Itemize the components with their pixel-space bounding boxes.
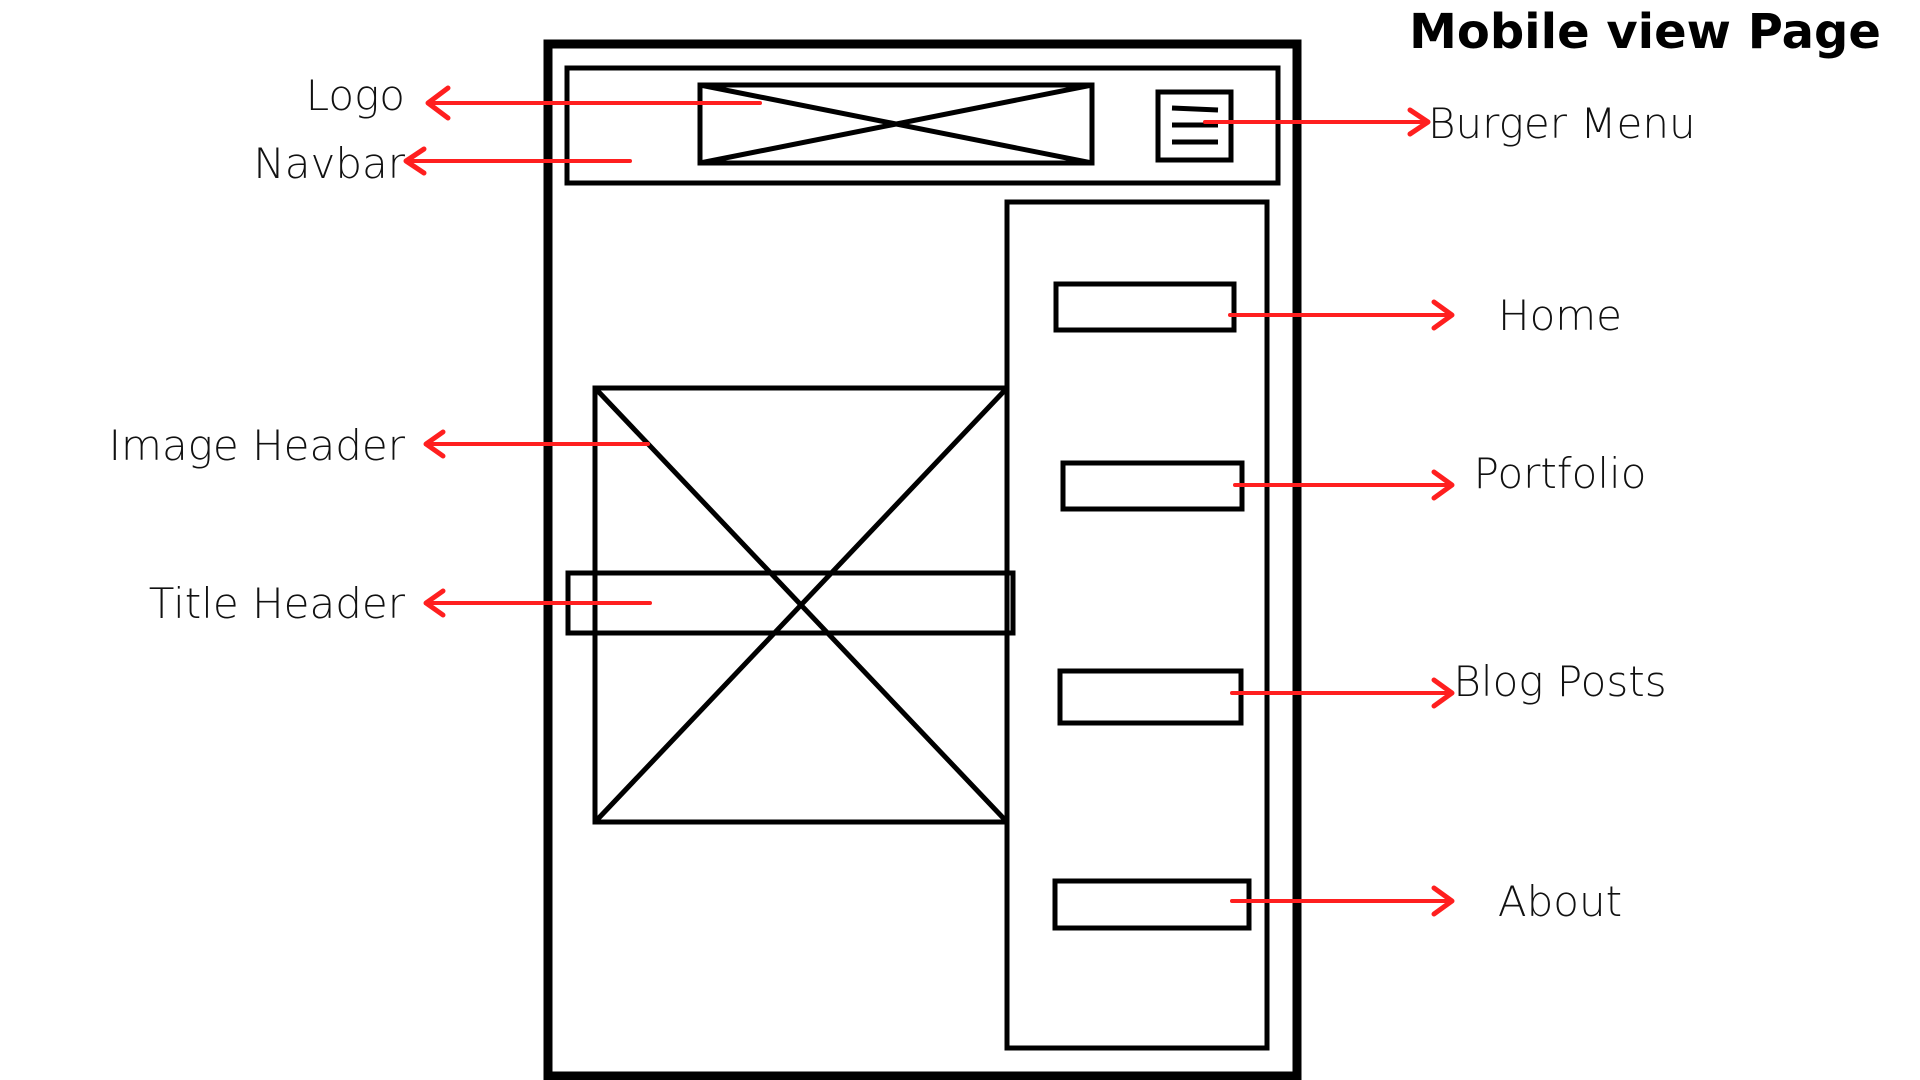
burger-menu-icon [1155, 89, 1234, 163]
navbar-arrow [403, 146, 632, 176]
image-header-arrow [423, 429, 650, 459]
burger-menu-arrow [1203, 107, 1431, 137]
blog-posts-arrow [1230, 677, 1455, 709]
label-about: About [1498, 877, 1622, 926]
label-burger-menu: Burger Menu [1428, 99, 1696, 148]
navbar-box [564, 65, 1281, 186]
label-portfolio: Portfolio [1474, 449, 1647, 498]
label-navbar: Navbar [253, 139, 405, 188]
portfolio-arrow [1233, 469, 1455, 501]
label-image-header: Image Header [109, 421, 406, 470]
menu-item-home-box [1053, 281, 1237, 333]
logo-placeholder [697, 82, 1095, 166]
about-arrow [1230, 885, 1455, 917]
menu-item-blog-posts-box [1057, 668, 1244, 726]
label-title-header: Title Header [149, 579, 406, 628]
label-blog-posts: Blog Posts [1453, 657, 1666, 706]
title-header-arrow [423, 588, 652, 618]
image-header-placeholder [592, 385, 1010, 825]
diagram-title: Mobile view Page [1409, 4, 1881, 60]
menu-item-portfolio-box [1060, 460, 1245, 512]
logo-arrow [425, 85, 762, 121]
home-arrow [1228, 299, 1455, 331]
label-home: Home [1498, 291, 1622, 340]
menu-item-about-box [1052, 878, 1252, 931]
phone-frame [543, 39, 1302, 1080]
label-logo: Logo [306, 71, 405, 120]
